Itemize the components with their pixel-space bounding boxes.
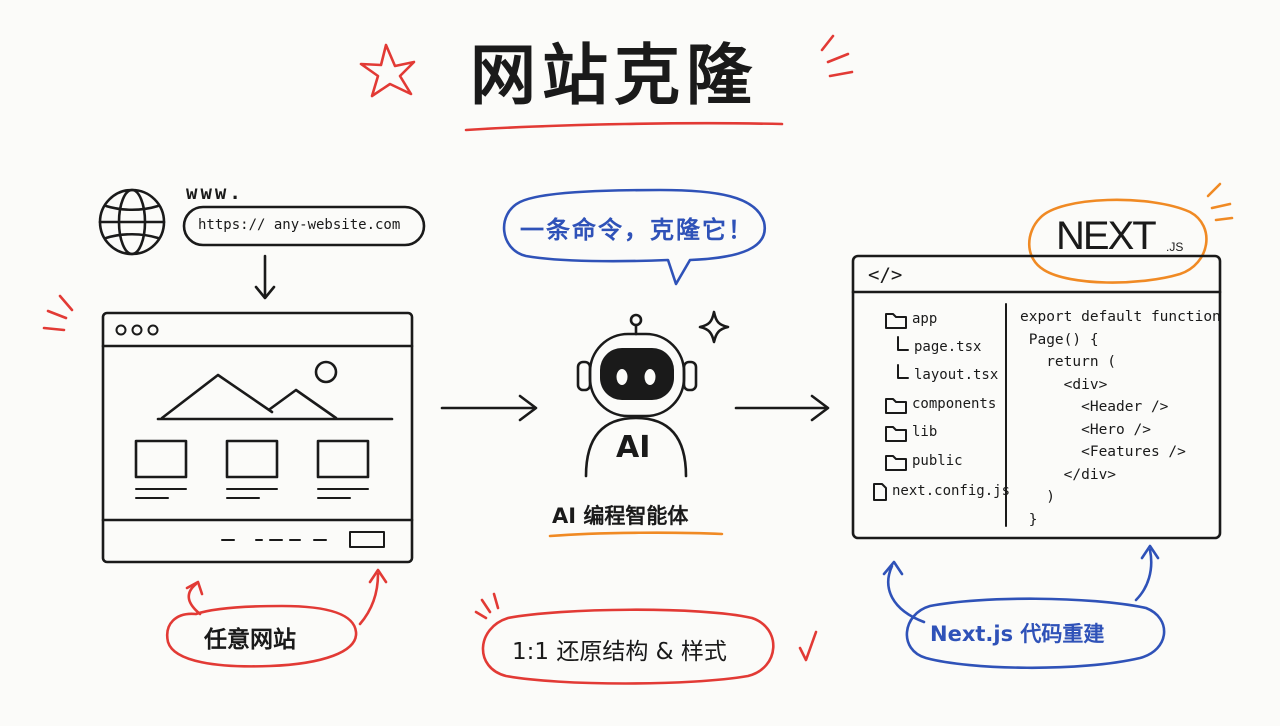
burst-marks-left	[42, 294, 74, 332]
tree-branch-lines	[897, 336, 909, 379]
next-logo-text: NEXT	[1056, 214, 1157, 258]
file-tree-item[interactable]: layout.tsx	[914, 367, 999, 383]
file-tree-item[interactable]: next.config.js	[892, 483, 1011, 499]
star-icon	[359, 43, 416, 98]
sparkle-icon	[698, 310, 730, 344]
file-tree-item[interactable]: public	[912, 453, 963, 469]
website-window	[101, 311, 414, 564]
any-website-callout	[165, 568, 388, 668]
url-prefix: www.	[186, 182, 244, 204]
title-underline	[464, 121, 784, 132]
speech-bubble	[502, 188, 767, 286]
speech-bubble-text: 一条命令，克隆它！	[520, 216, 754, 244]
restore-callout	[474, 592, 775, 685]
code-block: export default function Page() { return …	[1020, 309, 1221, 528]
rebuild-callout	[882, 544, 1166, 670]
globe-icon	[98, 188, 166, 256]
agent-caption: AI 编程智能体	[552, 504, 689, 528]
robot-icon	[576, 313, 698, 478]
editor-tag: </>	[868, 264, 903, 286]
restore-label: 1:1 还原结构 & 样式	[512, 639, 727, 665]
url-bar[interactable]	[182, 205, 426, 247]
arrow-down-icon	[254, 254, 276, 300]
folder-icon	[885, 313, 907, 471]
file-tree-item[interactable]: page.tsx	[914, 339, 982, 355]
title-accent-marks	[820, 34, 854, 78]
code-editor-window	[851, 254, 1222, 540]
rebuild-label: Next.js 代码重建	[930, 622, 1105, 646]
robot-badge: AI	[616, 430, 651, 465]
file-tree-item[interactable]: app	[912, 311, 938, 327]
caption-underline	[548, 531, 724, 538]
page-title: 网站克隆	[470, 37, 758, 114]
arrow-right-2	[734, 394, 830, 422]
next-logo-circle	[1028, 182, 1234, 284]
url-address[interactable]: https:// any-website.com	[198, 217, 401, 233]
arrow-right-1	[440, 394, 538, 422]
file-tree-item[interactable]: lib	[912, 424, 938, 440]
any-website-label: 任意网站	[204, 627, 296, 653]
file-tree-item[interactable]: components	[912, 396, 997, 412]
next-logo-suffix: .JS	[1166, 240, 1184, 254]
checkmark-icon	[798, 630, 818, 662]
file-icon	[873, 483, 887, 501]
